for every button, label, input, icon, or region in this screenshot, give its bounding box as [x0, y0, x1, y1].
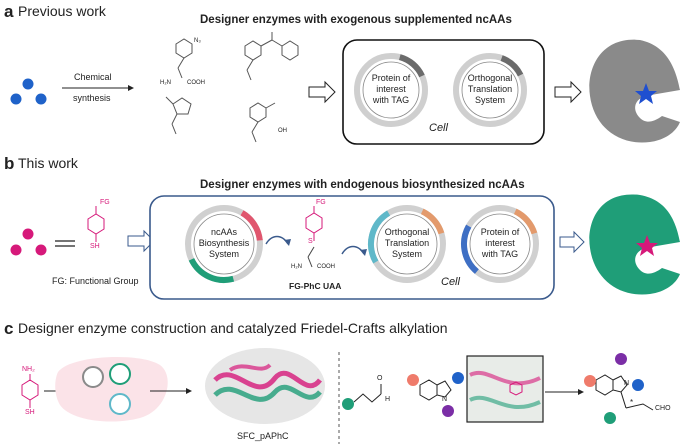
plasmid-poi-a [354, 53, 428, 127]
uaa-label: FG-PhC UAA [289, 281, 342, 291]
cell-label-b: Cell [441, 276, 460, 288]
panel-b-title: This work [18, 155, 78, 171]
arrow-label-top: Chemical [74, 72, 112, 82]
substituent-dot [407, 374, 419, 386]
amine-label: H₂N [160, 80, 171, 86]
host-cell [55, 356, 168, 422]
ncaa-structure-azide [175, 38, 193, 79]
substituent-dot [632, 379, 644, 391]
boron-label: OH [278, 128, 287, 134]
uaa-amine-label: H₂N [291, 264, 302, 270]
mini-plasmid [109, 363, 131, 385]
protein-label: SFC_pAPhC [237, 431, 289, 441]
cho-label: CHO [655, 405, 671, 412]
uaa-fg-label: FG [316, 199, 326, 206]
indole-n-label: N [442, 396, 448, 403]
plasmid-ots-a [453, 53, 527, 127]
open-arrow [127, 229, 155, 253]
panel-a-graphic [10, 32, 680, 145]
substituent-dot [452, 372, 464, 384]
ncaa-dot [10, 244, 22, 256]
uaa-acid-label: COOH [317, 264, 335, 270]
nh2-label: NH₂ [22, 366, 35, 373]
fg-phc-structure [87, 206, 105, 242]
substituent-dot [615, 353, 627, 365]
open-arrow [559, 230, 585, 254]
star-icon [636, 235, 658, 256]
panel-c-letter: c [4, 319, 14, 338]
o-label: O [377, 375, 383, 382]
open-arrow [554, 80, 582, 104]
azide-label: N₃ [194, 38, 201, 44]
panel-b-letter: b [4, 154, 15, 173]
panel-a-letter: a [4, 2, 14, 21]
enzyme-a [589, 39, 680, 143]
cell-label-a: Cell [429, 122, 448, 134]
ncaa-dot [22, 228, 34, 240]
substituent-dot [442, 405, 454, 417]
ncaa-structure-methylhistidine [165, 96, 192, 135]
panel-c-title: Designer enzyme construction and catalyz… [18, 320, 448, 336]
panel-a-heading: Designer enzymes with exogenous suppleme… [200, 14, 512, 26]
paphc-structure [21, 374, 39, 408]
open-arrow [308, 80, 336, 104]
uaa-structure [305, 206, 323, 241]
mini-plasmid [109, 393, 131, 415]
ncaa-dot [35, 93, 47, 105]
active-site-box [466, 355, 544, 423]
ncaa-dot [22, 78, 34, 90]
indole-structure [419, 379, 438, 401]
product-structure [595, 374, 614, 396]
panel-b-graphic [10, 194, 680, 300]
product-n-label: N [624, 380, 630, 387]
ncaa-structure-benzophenone [244, 32, 299, 81]
fg-label: FG [100, 199, 110, 206]
h-label: H [385, 396, 391, 403]
substituent-dot [342, 398, 354, 410]
acid-label: COOH [187, 80, 205, 86]
sh-label-c: SH [25, 409, 35, 416]
substituent-dot [584, 375, 596, 387]
chiral-star: * [630, 398, 634, 407]
ncaa-structure-boronophenyl [249, 102, 276, 143]
uaa-s-label: S [308, 238, 313, 245]
mini-plasmid [82, 366, 104, 388]
ncaa-dot [35, 244, 47, 256]
star-icon [635, 83, 657, 104]
panel-b-heading: Designer enzymes with endogenous biosynt… [200, 179, 525, 191]
sh-label: SH [90, 243, 100, 250]
footnote: FG: Functional Group [52, 276, 139, 286]
substituent-dot [604, 412, 616, 424]
enzyme-b [589, 194, 680, 295]
arrow-label-bottom: synthesis [73, 93, 111, 103]
ncaa-dot [10, 93, 22, 105]
panel-a-title: Previous work [18, 3, 106, 19]
